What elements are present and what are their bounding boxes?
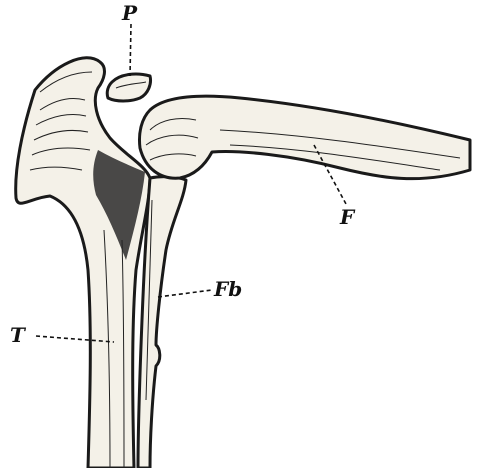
fibula-label: Fb [213, 277, 242, 301]
tibia-label: T [10, 323, 27, 347]
femur-label: F [339, 205, 356, 229]
tibia-bone [16, 58, 150, 468]
patella-leader [130, 24, 131, 76]
patella-bone [107, 74, 150, 101]
femur-bone [139, 96, 470, 178]
patella-label: P [121, 1, 138, 25]
fibula-leader [158, 290, 212, 297]
